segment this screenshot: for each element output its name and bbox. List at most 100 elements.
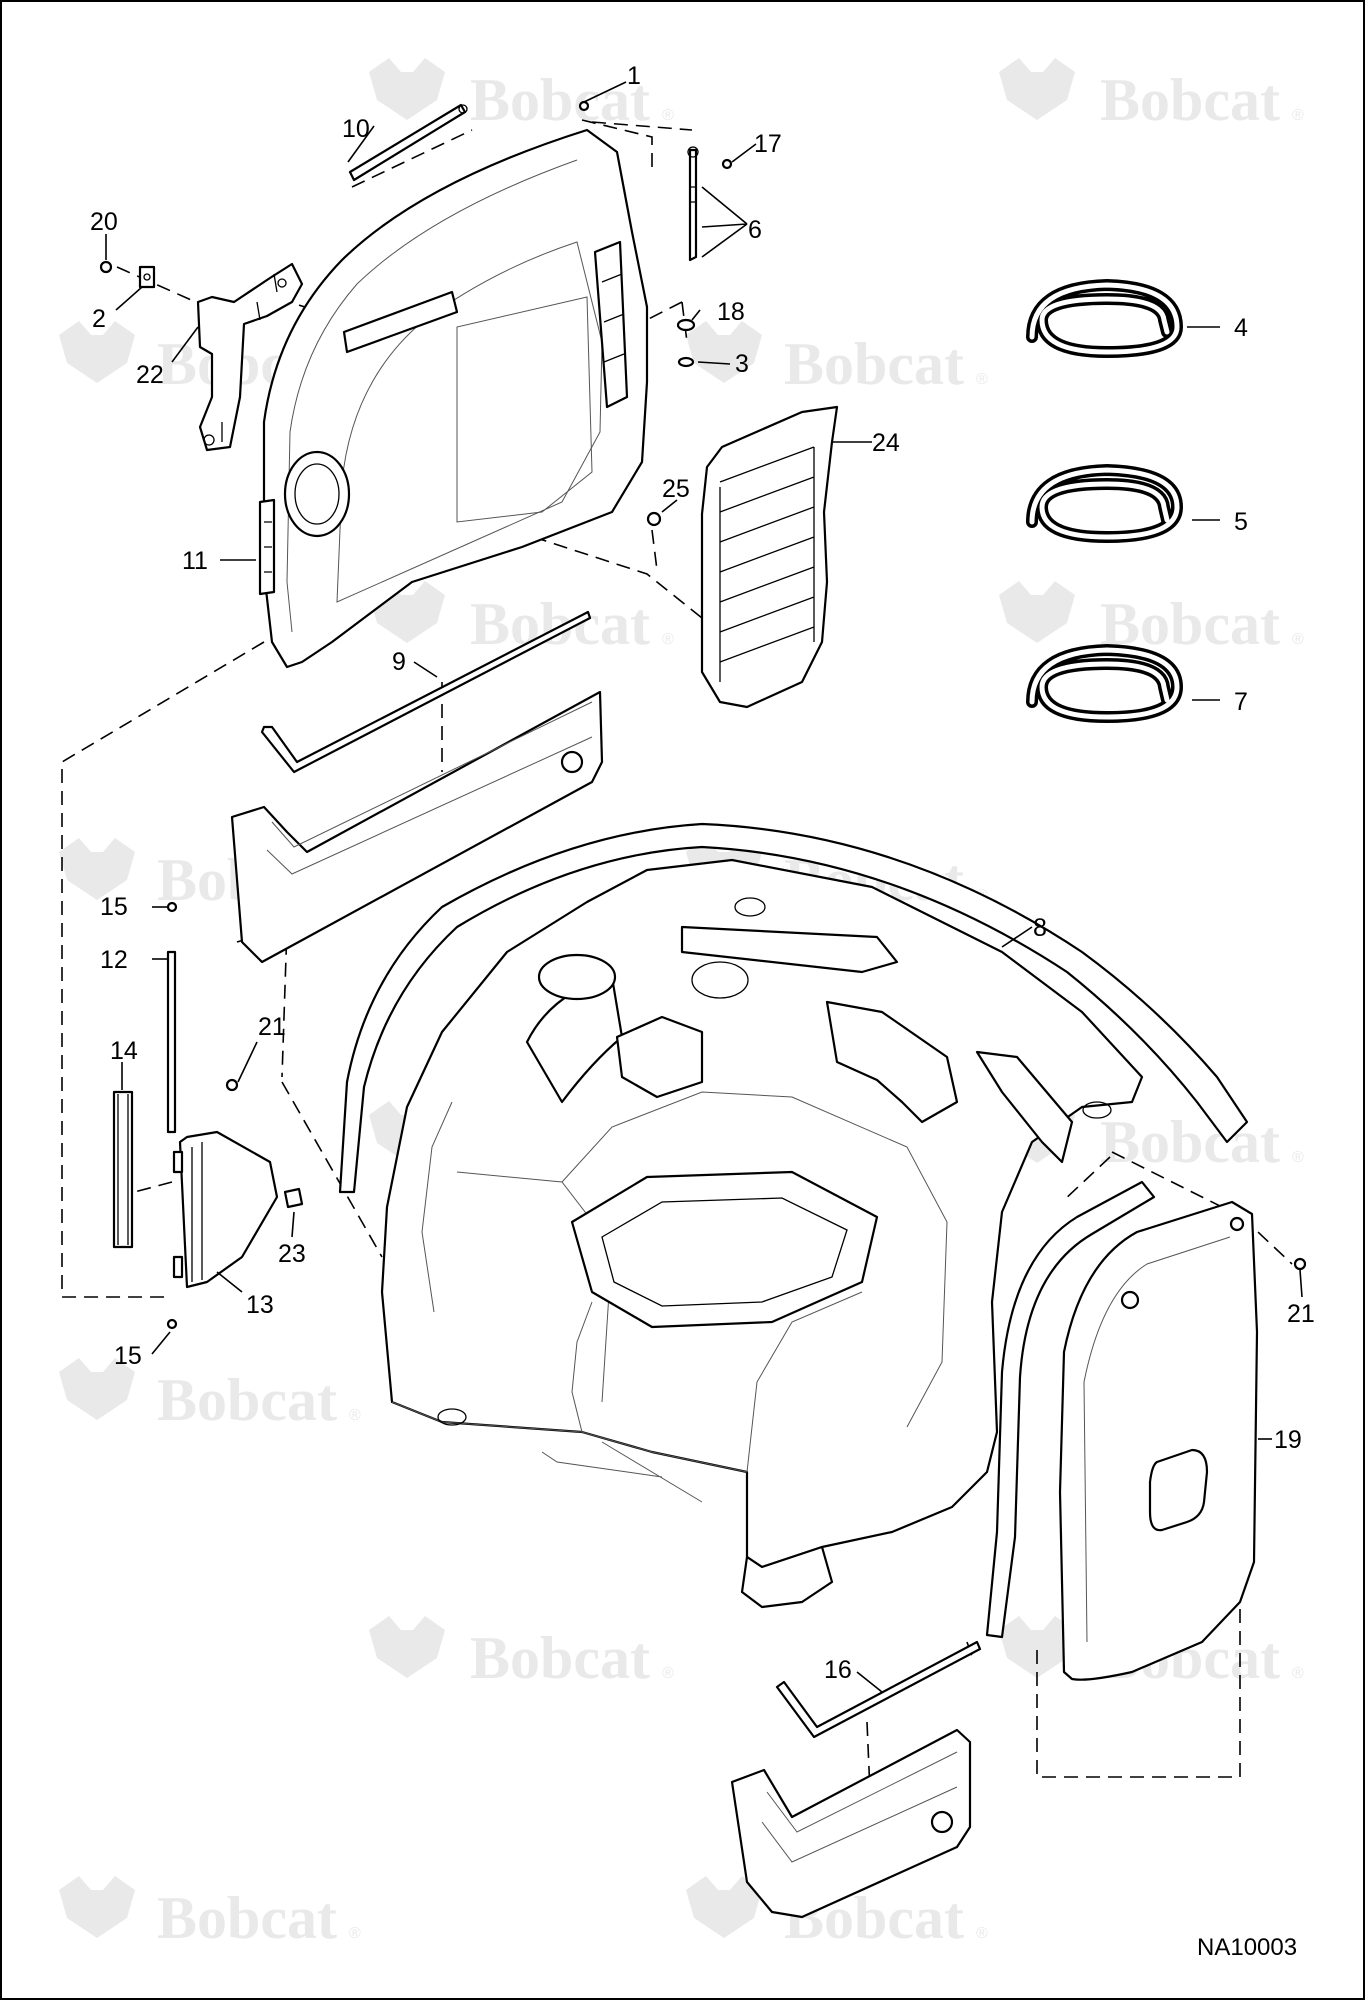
bobcat-logo-icon — [369, 58, 445, 120]
bobcat-logo-icon — [59, 1876, 135, 1938]
part-22-hinge-bracket — [196, 262, 304, 452]
watermark-text: Bobcat — [470, 1625, 650, 1691]
sill-trim-bottom — [730, 1728, 972, 1919]
bobcat-logo-icon — [686, 321, 762, 383]
part-25-screw — [646, 511, 662, 527]
leader-lines — [105, 81, 1303, 1693]
callout-25: 25 — [662, 475, 690, 503]
watermark-reg: ® — [349, 1925, 361, 1942]
watermark-reg: ® — [976, 371, 988, 388]
callout-16: 16 — [824, 1656, 852, 1684]
watermark-text: Bobcat — [1100, 1109, 1280, 1175]
watermark: Bobcat ® — [999, 581, 1304, 657]
callout-4: 4 — [1234, 314, 1248, 342]
part-9-seal-strip — [260, 610, 592, 774]
watermark-text: Bobcat — [470, 67, 650, 133]
watermark-reg: ® — [662, 631, 674, 648]
watermark-text: Bobcat — [1100, 67, 1280, 133]
part-10-rod — [348, 103, 468, 182]
callout-21-right: 21 — [1287, 1300, 1315, 1328]
bobcat-logo-icon — [59, 1358, 135, 1420]
callout-24: 24 — [872, 429, 900, 457]
watermark-reg: ® — [349, 1407, 361, 1424]
watermark: Bobcat ® — [59, 1358, 361, 1433]
part-23-nut — [283, 1187, 304, 1209]
bobcat-logo-icon — [686, 1876, 762, 1938]
part-20-screw — [99, 260, 113, 274]
watermark-reg: ® — [662, 107, 674, 124]
bobcat-logo-icon — [999, 58, 1075, 120]
callout-20: 20 — [90, 208, 118, 236]
callout-21-left: 21 — [258, 1013, 286, 1041]
watermark-reg: ® — [1292, 1665, 1304, 1682]
part-19-side-panel — [1058, 1200, 1259, 1681]
callout-1: 1 — [627, 62, 641, 90]
callout-18: 18 — [717, 298, 745, 326]
part-3-washer — [677, 356, 695, 368]
part-17-nut — [721, 158, 733, 170]
drawing-number: NA10003 — [1197, 1934, 1297, 1961]
callout-19: 19 — [1274, 1426, 1302, 1454]
side-seal-right — [985, 1180, 1156, 1639]
cab-floor-shell — [380, 858, 1144, 1609]
watermark: Bobcat ® — [686, 321, 988, 397]
callout-5: 5 — [1234, 508, 1248, 536]
part-6-latch-rod — [687, 146, 699, 262]
watermark-text: Bobcat — [157, 1367, 337, 1433]
watermark-text: Bobcat — [784, 331, 964, 397]
watermark-text: Bobcat — [470, 591, 650, 657]
part-21-screw-left — [225, 1078, 239, 1092]
watermark-text: Bobcat — [157, 1885, 337, 1951]
part-11-door-panel — [258, 128, 649, 669]
callout-14: 14 — [110, 1037, 138, 1065]
part-8-cab-seal — [338, 822, 1249, 1194]
parts-layer — [99, 100, 1307, 1919]
watermark: Bobcat ® — [999, 58, 1304, 133]
bobcat-logo-icon — [59, 321, 135, 383]
watermark: Bobcat ® — [369, 581, 674, 657]
part-14-trim-strip — [112, 1090, 134, 1249]
part-2-plate — [138, 265, 156, 289]
callout-22: 22 — [136, 361, 164, 389]
callout-15-bottom: 15 — [114, 1342, 142, 1370]
watermark: Bobcat ® — [369, 58, 674, 133]
callout-13: 13 — [246, 1291, 274, 1319]
part-1-screw — [578, 100, 590, 112]
callout-11: 11 — [182, 547, 208, 575]
callout-2: 2 — [92, 305, 106, 333]
callout-7: 7 — [1234, 688, 1248, 716]
bobcat-logo-icon — [999, 1616, 1075, 1678]
part-16-seal-strip — [775, 1640, 982, 1739]
part-4-seal-coil — [1026, 278, 1184, 359]
part-15-clip-bottom — [166, 1318, 178, 1330]
bobcat-logo-icon — [59, 838, 135, 900]
part-24-louvered-panel — [700, 405, 839, 709]
callout-17: 17 — [754, 130, 782, 158]
part-5-seal-coil — [1026, 463, 1184, 544]
watermark-reg: ® — [1292, 1149, 1304, 1166]
watermark-reg: ® — [1292, 631, 1304, 648]
part-18-nut — [676, 318, 696, 332]
callout-6: 6 — [748, 216, 762, 244]
part-21-screw-right — [1293, 1257, 1307, 1271]
callout-12: 12 — [100, 946, 128, 974]
callout-23: 23 — [278, 1240, 306, 1268]
callout-15-top: 15 — [100, 893, 128, 921]
sill-trim-left — [230, 690, 604, 964]
callout-9: 9 — [392, 648, 406, 676]
part-13-hinge — [172, 1130, 279, 1289]
watermark: Bobcat ® — [369, 1616, 674, 1691]
callout-layer: 1 10 20 2 22 17 6 18 3 4 24 25 5 11 9 7 … — [90, 62, 1315, 1684]
bobcat-logo-icon — [369, 1616, 445, 1678]
callout-10: 10 — [342, 115, 370, 143]
watermark-reg: ® — [1292, 107, 1304, 124]
part-15-clip-top — [166, 901, 178, 913]
watermark-reg: ® — [662, 1665, 674, 1682]
callout-3: 3 — [735, 350, 749, 378]
watermark: Bobcat ® — [59, 1876, 361, 1951]
part-7-seal-coil — [1026, 643, 1184, 724]
watermark-reg: ® — [976, 1925, 988, 1942]
bobcat-logo-icon — [999, 581, 1075, 643]
